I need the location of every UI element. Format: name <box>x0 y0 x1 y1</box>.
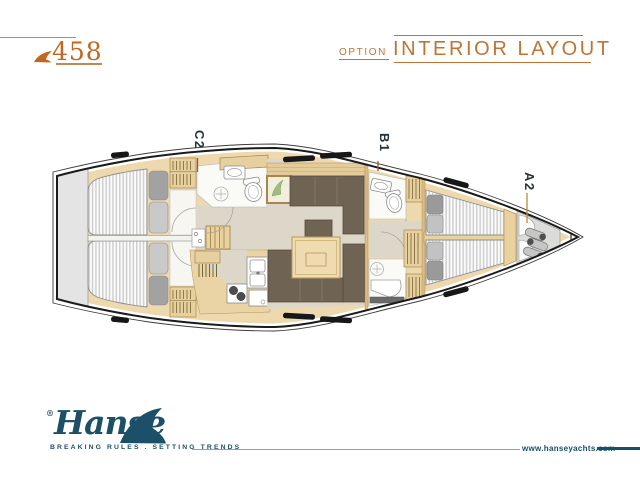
aft-cabin-starboard <box>87 240 197 318</box>
deck-hatch <box>443 286 469 298</box>
hull-outer-line <box>52 143 584 332</box>
galley <box>189 249 271 315</box>
deck-hatch <box>443 177 469 189</box>
option-underline <box>339 58 389 60</box>
deck-hatch <box>111 316 130 324</box>
berth-mattress <box>87 168 148 236</box>
title-overline <box>394 35 583 37</box>
companionway-steps <box>191 225 231 250</box>
pillow <box>426 214 444 234</box>
hull-interior <box>57 148 578 327</box>
aft-head <box>196 154 269 234</box>
engine-compartment <box>87 235 207 242</box>
deck-hatch <box>320 151 353 159</box>
model-underline <box>56 63 102 65</box>
fwd-head-starboard <box>368 258 407 307</box>
pillow <box>148 201 169 234</box>
hanging-locker <box>169 286 197 318</box>
label-a2: A2 <box>522 172 537 192</box>
salon-table <box>291 236 341 279</box>
header-rule-left <box>0 37 76 39</box>
page-title: INTERIOR LAYOUT <box>393 38 612 60</box>
deck-hatch <box>110 151 129 159</box>
label-b1: B1 <box>377 133 392 153</box>
deck-hatch <box>282 155 315 163</box>
section-labels: C2 B1 A2 <box>192 130 537 223</box>
toilet <box>242 176 263 202</box>
brand-tagline: BREAKING RULES . SETTING TRENDS <box>50 444 242 451</box>
aft-cabin-port <box>87 157 197 236</box>
title-underline <box>394 61 591 63</box>
pillow <box>426 194 444 215</box>
door-arc <box>206 206 234 234</box>
chart-picture <box>266 175 292 204</box>
salon <box>266 159 366 309</box>
sink <box>369 178 393 194</box>
sofa-top <box>289 175 365 235</box>
berth-mattress <box>87 240 148 308</box>
pillow <box>426 260 444 281</box>
toilet <box>384 189 403 213</box>
fwd-head-port <box>368 171 407 245</box>
sink <box>223 165 246 180</box>
door-arc <box>171 207 197 233</box>
brand-wave-icon <box>118 408 166 444</box>
model-wave-icon <box>34 51 52 63</box>
website-url: www.hanseyachts.com <box>522 444 616 453</box>
footer-divider-gray <box>192 449 520 450</box>
deck-hatch <box>282 312 315 320</box>
pillow <box>148 275 169 306</box>
deck-hatches <box>110 151 469 324</box>
hanging-locker <box>169 157 197 189</box>
shower-drain <box>370 262 384 276</box>
pillow <box>148 242 169 275</box>
bow-bulkhead <box>503 208 517 267</box>
sofa-right <box>342 243 366 303</box>
label-c2: C2 <box>192 130 207 150</box>
deck-hatch <box>320 316 353 324</box>
fwd-berth-starboard <box>425 239 505 286</box>
sofa-backrest <box>304 219 333 238</box>
fridge <box>248 289 269 307</box>
fwd-lockers <box>403 175 424 301</box>
model-number: 458 <box>52 37 103 66</box>
option-label: OPTION <box>339 47 387 58</box>
bulkhead <box>364 154 369 326</box>
galley-locker <box>194 250 221 264</box>
registered-mark: ® <box>46 408 54 418</box>
footer-divider-dark <box>597 447 640 450</box>
pillow <box>426 241 444 261</box>
fender <box>527 237 548 251</box>
sideboard <box>266 162 366 177</box>
hull-outline <box>56 146 581 329</box>
bottle-rack <box>198 264 217 277</box>
stern-platform <box>57 167 89 308</box>
fender <box>525 227 546 241</box>
pillow <box>148 170 169 201</box>
shower-drain <box>213 186 229 202</box>
